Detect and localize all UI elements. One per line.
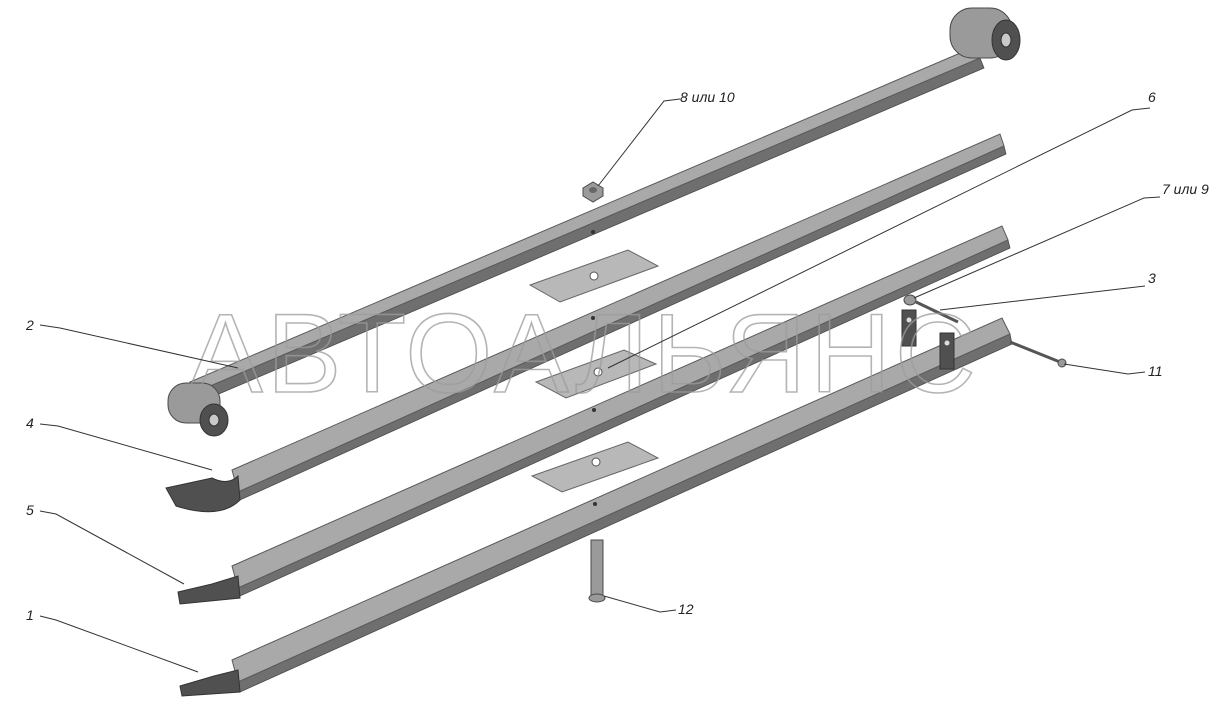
watermark-text: АВТОАЛЬЯНС: [188, 291, 980, 416]
callout-11: 11: [1148, 363, 1163, 379]
callout-3: 3: [1148, 270, 1156, 286]
leaf-5: [177, 225, 1011, 605]
leaf-2-front-eye-bushing: [167, 382, 229, 437]
center-nut-8-or-10: [582, 181, 604, 203]
leaf-4: [165, 133, 1007, 513]
callout-8-or-10: 8 или 10: [680, 89, 735, 105]
clip-bolt-11: [1009, 340, 1067, 368]
callout-2: 2: [25, 317, 34, 333]
interleaf-pad-lower: [530, 441, 660, 493]
leaf-2-main-with-eyes: [167, 7, 1021, 437]
callout-7-or-9: 7 или 9: [1162, 181, 1209, 197]
clip-bolt-7-or-9: [903, 294, 959, 324]
rebound-clips-3: [901, 309, 955, 370]
leaf-2-rear-eye-bushing: [949, 7, 1021, 61]
callout-5: 5: [26, 502, 34, 518]
leaf-1: [179, 317, 1013, 697]
callout-4: 4: [26, 415, 34, 431]
callout-12: 12: [678, 601, 694, 617]
leader-lines: [39, 98, 1161, 673]
callout-1: 1: [26, 607, 34, 623]
center-bolt-12: [588, 539, 606, 603]
callout-6: 6: [1148, 89, 1156, 105]
